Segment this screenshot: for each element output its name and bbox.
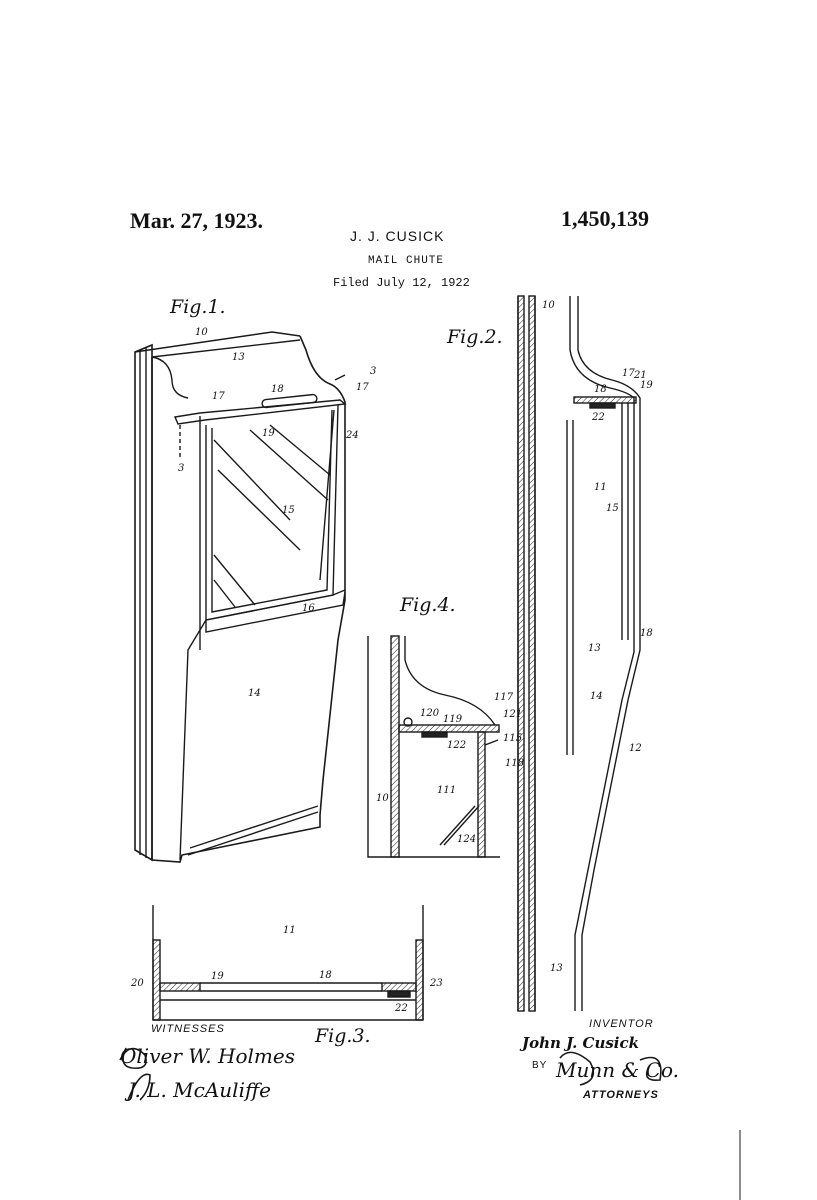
fig4-ref-121: 121 — [503, 709, 523, 720]
fig3-ref-22: 22 — [395, 1003, 408, 1014]
witness-signature-1: Oliver W. Holmes — [120, 1044, 295, 1068]
fig3-label: Fig.3. — [315, 1025, 371, 1047]
fig4-label: Fig.4. — [400, 594, 456, 616]
inventor-name: J. J. CUSICK — [350, 228, 445, 244]
fig1-ref-24: 24 — [346, 430, 359, 441]
filed-date: Filed July 12, 1922 — [333, 276, 470, 290]
witness-signature-2: J. L. McAuliffe — [128, 1078, 271, 1102]
witnesses-label: WITNESSES — [151, 1023, 225, 1035]
inventor-signature: John J. Cusick — [522, 1034, 640, 1052]
fig4-ref-117: 117 — [494, 692, 514, 703]
fig1-label: Fig.1. — [170, 296, 226, 318]
fig2-ref-21: 21 — [634, 370, 647, 381]
by-label: BY — [532, 1060, 548, 1071]
figure-1-drawing — [134, 331, 347, 863]
fig2-ref-15: 15 — [606, 503, 619, 514]
figure-3-drawing — [152, 905, 424, 1021]
fig4-ref-118: 118 — [505, 758, 525, 769]
fig2-ref-13: 13 — [588, 643, 601, 654]
fig1-ref-18: 18 — [271, 384, 284, 395]
fig1-ref-13: 13 — [232, 352, 245, 363]
fig4-ref-119: 119 — [443, 714, 463, 725]
fig2-ref-18: 18 — [594, 384, 607, 395]
attorney-signature: Munn & Co. — [556, 1058, 679, 1082]
fig1-ref-3: 3 — [370, 366, 377, 377]
fig2-label: Fig.2. — [447, 326, 503, 348]
figure-4-drawing — [367, 635, 500, 858]
fig2-ref-19: 19 — [640, 380, 653, 391]
fig2-ref-18b: 18 — [640, 628, 653, 639]
patent-title: MAIL CHUTE — [368, 255, 445, 267]
fig3-ref-18: 18 — [319, 970, 332, 981]
fig2-ref-22: 22 — [592, 412, 605, 423]
fig2-ref-13b: 13 — [550, 963, 563, 974]
fig3-ref-23: 23 — [430, 978, 443, 989]
fig1-ref-3b: 3 — [178, 463, 185, 474]
fig4-ref-111: 111 — [437, 785, 457, 796]
fig1-ref-17b: 17 — [212, 391, 225, 402]
patent-date: Mar. 27, 1923. — [130, 208, 264, 233]
fig1-ref-19: 19 — [262, 428, 275, 439]
fig4-ref-10: 10 — [376, 793, 389, 804]
signature-strokes — [119, 1047, 741, 1200]
fig3-ref-19: 19 — [211, 971, 224, 982]
patent-number: 1,450,139 — [561, 206, 649, 231]
fig2-ref-12: 12 — [629, 743, 642, 754]
fig1-ref-17: 17 — [356, 382, 369, 393]
inventor-label: INVENTOR — [589, 1018, 654, 1030]
attorneys-label: ATTORNEYS — [583, 1089, 659, 1101]
fig4-ref-122: 122 — [447, 740, 467, 751]
fig3-ref-20: 20 — [131, 978, 144, 989]
fig2-ref-11: 11 — [594, 482, 607, 493]
fig2-ref-14: 14 — [590, 691, 603, 702]
fig2-ref-10: 10 — [542, 300, 555, 311]
fig1-ref-15: 15 — [282, 505, 295, 516]
fig1-ref-16: 16 — [302, 603, 315, 614]
fig4-ref-120: 120 — [420, 708, 440, 719]
fig4-ref-124: 124 — [457, 834, 477, 845]
fig4-ref-115: 115 — [503, 733, 523, 744]
fig1-ref-10: 10 — [195, 327, 208, 338]
fig1-ref-14: 14 — [248, 688, 261, 699]
figure-2-drawing — [517, 295, 641, 1012]
fig2-ref-17: 17 — [622, 368, 635, 379]
fig3-ref-11: 11 — [283, 925, 296, 936]
